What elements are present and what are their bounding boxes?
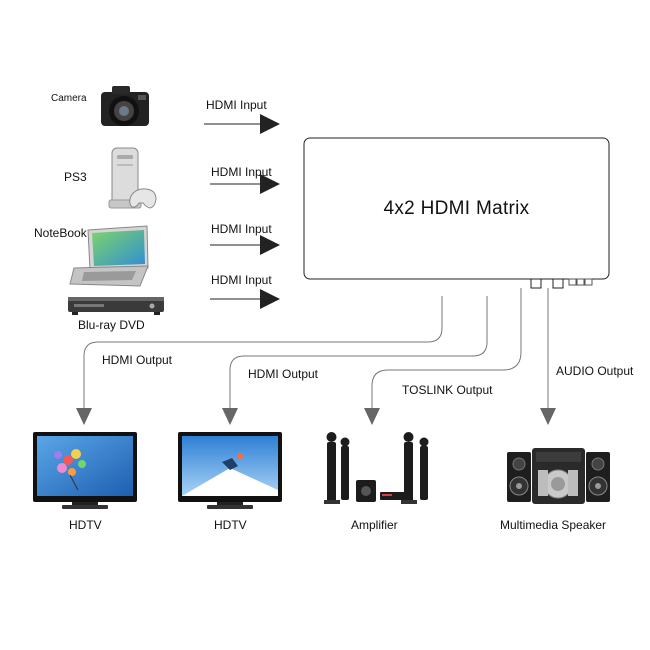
output-line-hdtv-2: [229, 296, 488, 410]
output-arrow-head: [364, 408, 380, 425]
output-connection-label: TOSLINK Output: [402, 383, 493, 397]
output-device-label: HDTV: [214, 518, 247, 532]
input-arrow-head: [260, 235, 280, 255]
input-label: HDMI Input: [206, 98, 267, 112]
camera-icon: [101, 86, 149, 126]
output-arrow-head: [540, 408, 556, 425]
matrix-title: 4x2 HDMI Matrix: [383, 197, 530, 219]
output-connection-label: AUDIO Output: [556, 364, 634, 378]
game-console-icon: [108, 147, 157, 209]
source-label-bluray: Blu-ray DVD: [78, 318, 145, 332]
output-line-amplifier: [371, 288, 522, 410]
tv-icon: [178, 432, 282, 509]
output-line-hdtv-1: [83, 296, 443, 410]
input-arrow-head: [260, 174, 280, 194]
input-arrow-head: [260, 289, 280, 309]
laptop-icon: [69, 225, 149, 287]
output-arrow-head: [76, 408, 92, 425]
input-arrow-head: [260, 114, 280, 134]
tv-icon: [33, 432, 137, 509]
source-label-camera: Camera: [51, 93, 87, 104]
bluray-player-icon: [68, 297, 164, 315]
matrix-box: [303, 137, 610, 280]
output-device-label: Multimedia Speaker: [500, 518, 607, 532]
output-arrow-head: [222, 408, 238, 425]
speaker-system-icon: [507, 448, 610, 504]
input-label: HDMI Input: [211, 165, 272, 179]
output-connection-label: HDMI Output: [102, 353, 173, 367]
matrix-ports: [530, 278, 593, 289]
output-connection-label: HDMI Output: [248, 367, 319, 381]
input-label: HDMI Input: [211, 273, 272, 287]
output-device-label: Amplifier: [351, 518, 398, 532]
input-arrows: [204, 114, 280, 309]
output-device-label: HDTV: [69, 518, 102, 532]
home-theater-icon: [324, 432, 429, 504]
output-arrowheads: [76, 408, 556, 425]
input-label: HDMI Input: [211, 222, 272, 236]
source-label-ps3: PS3: [64, 170, 87, 184]
source-label-notebook: NoteBook: [34, 226, 87, 240]
output-lines: [83, 288, 549, 410]
